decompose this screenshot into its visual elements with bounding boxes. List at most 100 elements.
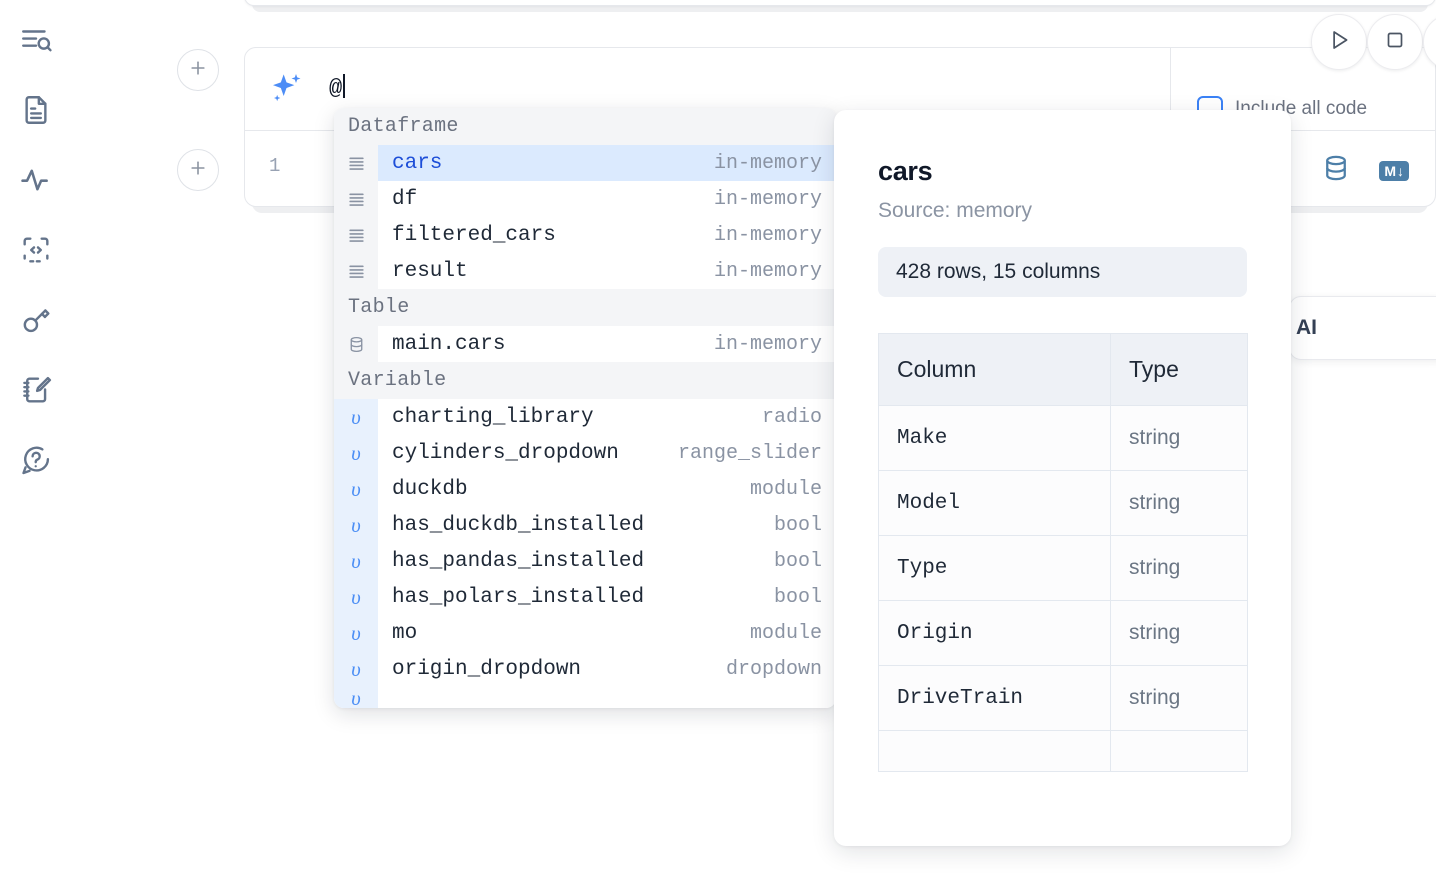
- cell-above: [244, 0, 1436, 6]
- autocomplete-item-type: dropdown: [725, 657, 822, 681]
- add-cell-button-top[interactable]: [177, 49, 219, 91]
- autocomplete-item-name: result: [392, 259, 468, 283]
- autocomplete-item-type: in-memory: [713, 223, 822, 247]
- preview-column-name: Type: [878, 535, 1111, 601]
- preview-column-type: string: [1110, 535, 1248, 601]
- autocomplete-item-name: has_duckdb_installed: [392, 513, 645, 537]
- document-icon: [19, 93, 53, 127]
- preview-table-header-cell: Column: [878, 333, 1111, 406]
- autocomplete-item-type: bool: [773, 513, 822, 537]
- run-button[interactable]: [1311, 14, 1367, 70]
- autocomplete-item-name: cars: [378, 145, 714, 181]
- variable-upsilon-icon: υ: [334, 687, 378, 708]
- autocomplete-item-type: radio: [761, 405, 822, 429]
- preview-title: cars: [878, 156, 933, 186]
- cell-icon-group: M↓: [1321, 153, 1409, 188]
- autocomplete-item-name: origin_dropdown: [392, 657, 582, 681]
- autocomplete-item-name: filtered_cars: [392, 223, 556, 247]
- dataframe-rows-icon: [334, 217, 378, 253]
- key-icon: [19, 303, 53, 337]
- ai-prompt-input[interactable]: @: [329, 70, 1170, 101]
- preview-column-name: [878, 730, 1111, 772]
- plus-icon: [188, 58, 208, 83]
- autocomplete-item[interactable]: filtered_cars in-memory: [334, 217, 836, 253]
- dataframe-rows-icon: [334, 145, 378, 181]
- autocomplete-item[interactable]: υ: [334, 687, 836, 708]
- variable-upsilon-icon: υ: [334, 543, 378, 579]
- with-ai-chip[interactable]: AI: [1289, 296, 1436, 360]
- play-icon: [1326, 27, 1352, 58]
- preview-column-name: Model: [878, 470, 1111, 536]
- preview-column-type: string: [1110, 470, 1248, 536]
- variable-upsilon-icon: υ: [334, 615, 378, 651]
- stop-button[interactable]: [1367, 14, 1423, 70]
- autocomplete-item[interactable]: υ has_duckdb_installed bool: [334, 507, 836, 543]
- sidebar-item-notebook[interactable]: [14, 88, 58, 132]
- autocomplete-item-type: in-memory: [713, 187, 822, 211]
- ai-prompt-input-area[interactable]: @: [245, 48, 1171, 130]
- preview-source: Source: memory: [878, 199, 1033, 222]
- autocomplete-item-name: [378, 687, 822, 708]
- autocomplete-item-type: module: [749, 477, 822, 501]
- sidebar-item-variables[interactable]: [14, 158, 58, 202]
- autocomplete-group-header: Dataframe: [334, 108, 836, 145]
- markdown-icon[interactable]: M↓: [1379, 160, 1409, 181]
- cell-above-shadow: [252, 4, 1428, 12]
- variable-upsilon-icon: υ: [334, 471, 378, 507]
- variable-upsilon-icon: υ: [334, 435, 378, 471]
- sidebar-item-secrets[interactable]: [14, 298, 58, 342]
- autocomplete-item-name: mo: [392, 621, 418, 645]
- autocomplete-item-name: cylinders_dropdown: [392, 441, 619, 465]
- activity-icon: [19, 163, 53, 197]
- autocomplete-group-header: Table: [334, 289, 836, 326]
- plus-icon: [188, 158, 208, 183]
- autocomplete-item-type: in-memory: [713, 145, 836, 181]
- with-ai-chip-label: AI: [1296, 316, 1317, 339]
- preview-column-type: string: [1110, 405, 1248, 471]
- sidebar-item-snippets[interactable]: [14, 228, 58, 272]
- autocomplete-item-type: range_slider: [677, 441, 822, 465]
- autocomplete-item[interactable]: υ cylinders_dropdown range_slider: [334, 435, 836, 471]
- line-number: 1: [269, 155, 281, 177]
- database-icon[interactable]: [1321, 153, 1351, 188]
- autocomplete-item-type: bool: [773, 549, 822, 573]
- left-sidebar: [0, 0, 72, 874]
- database-icon: [334, 326, 378, 362]
- markdown-arrow: ↓: [1397, 162, 1404, 179]
- autocomplete-item-name: has_pandas_installed: [392, 549, 645, 573]
- autocomplete-item-type: module: [749, 621, 822, 645]
- preview-column-name: Origin: [878, 600, 1111, 666]
- text-caret: [343, 73, 345, 98]
- dataframe-rows-icon: [334, 181, 378, 217]
- stop-square-icon: [1383, 28, 1407, 57]
- preview-column-name: Make: [878, 405, 1111, 471]
- autocomplete-group-header: Variable: [334, 362, 836, 399]
- variable-upsilon-icon: υ: [334, 507, 378, 543]
- autocomplete-item-name: main.cars: [392, 332, 506, 356]
- add-cell-button-bottom[interactable]: [177, 149, 219, 191]
- autocomplete-item-type: bool: [773, 585, 822, 609]
- sidebar-item-help[interactable]: [14, 438, 58, 482]
- preview-stats: 428 rows, 15 columns: [878, 247, 1247, 297]
- scratchpad-edit-icon: [19, 373, 53, 407]
- preview-column-name: DriveTrain: [878, 665, 1111, 731]
- sidebar-item-scratchpad[interactable]: [14, 368, 58, 412]
- autocomplete-item[interactable]: υ has_pandas_installed bool: [334, 543, 836, 579]
- sidebar-item-outline[interactable]: [14, 18, 58, 62]
